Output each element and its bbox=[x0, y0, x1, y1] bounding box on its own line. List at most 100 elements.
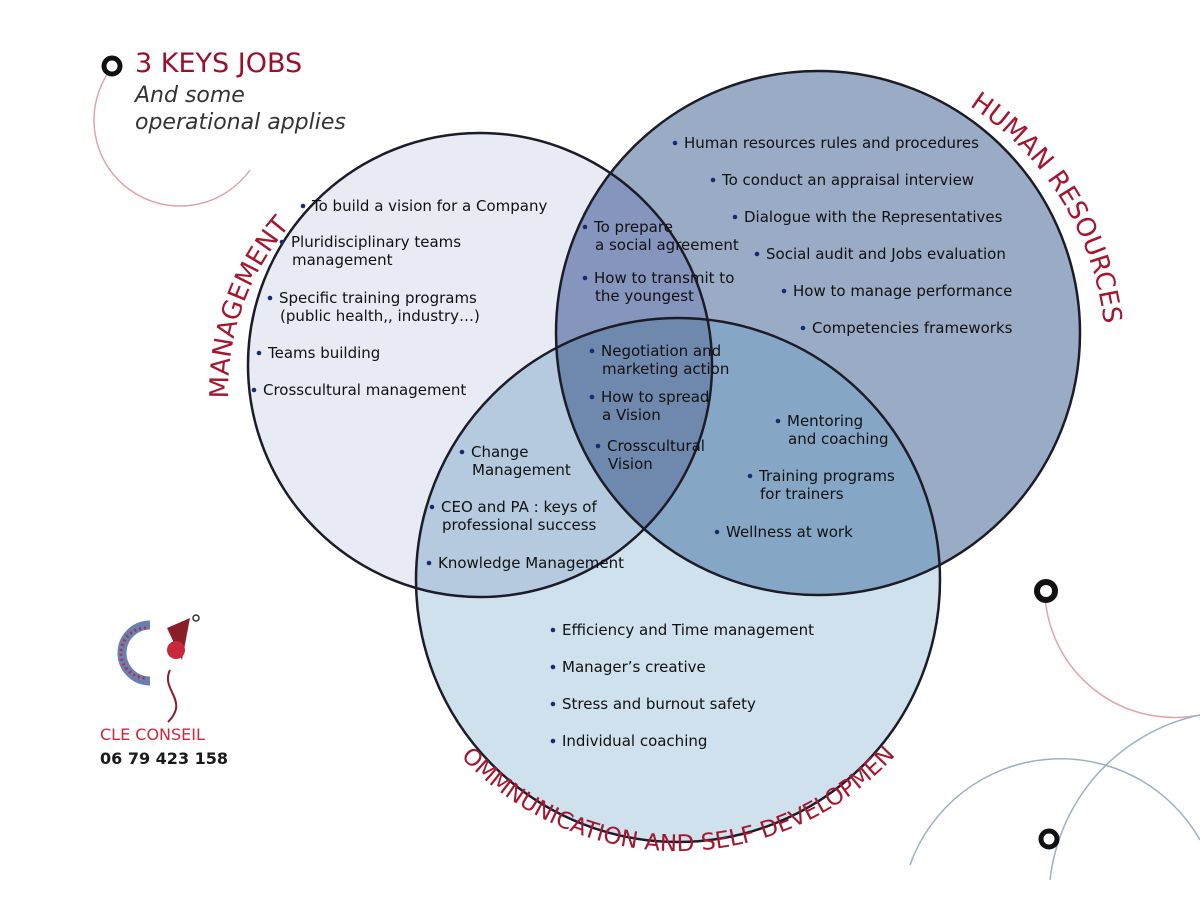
ring-icon bbox=[1034, 579, 1058, 603]
venn-item-text: Competencies frameworks bbox=[812, 319, 1013, 337]
bullet-icon bbox=[550, 627, 556, 633]
bullet-icon bbox=[279, 239, 285, 245]
management-outline bbox=[246, 131, 714, 599]
venn-item-text: Individual coaching bbox=[562, 732, 707, 750]
bullet-icon bbox=[732, 214, 738, 220]
bullet-icon bbox=[775, 418, 781, 424]
venn-item-management: Specific training programs(public health… bbox=[267, 289, 480, 325]
venn-items: To build a vision for a CompanyPluridisc… bbox=[251, 134, 1013, 750]
venn-item-text: Wellness at work bbox=[726, 523, 853, 541]
venn-item-text: Negotiation and bbox=[601, 342, 721, 360]
venn-item-text: Crosscultural management bbox=[263, 381, 466, 399]
venn-item-text: Manager’s creative bbox=[562, 658, 706, 676]
venn-item-text: Pluridisciplinary teams bbox=[291, 233, 461, 251]
venn-item-text: professional success bbox=[442, 516, 597, 534]
venn-item-text: for trainers bbox=[760, 485, 844, 503]
decor-arc-bottom bbox=[909, 757, 1200, 866]
venn-item-communication: Stress and burnout safety bbox=[550, 695, 756, 713]
bullet-icon bbox=[589, 348, 595, 354]
bullet-icon bbox=[747, 473, 753, 479]
venn-item-text: How to transmit to bbox=[594, 269, 734, 287]
bullet-icon bbox=[300, 203, 306, 209]
venn-item-text: a Vision bbox=[602, 406, 661, 424]
venn-item-text: Crosscultural bbox=[607, 437, 705, 455]
bullet-icon bbox=[589, 394, 595, 400]
bullet-icon bbox=[251, 387, 257, 393]
bullet-icon bbox=[595, 443, 601, 449]
bullet-icon bbox=[459, 449, 465, 455]
decor-arc-right bbox=[1044, 595, 1200, 719]
page-subtitle-line-1: And some bbox=[133, 83, 245, 108]
venn-item-text: Efficiency and Time management bbox=[562, 621, 814, 639]
communication-outline bbox=[414, 316, 942, 844]
venn-item-human-resources: Social audit and Jobs evaluation bbox=[754, 245, 1006, 263]
key-logo-icon bbox=[117, 614, 200, 723]
decor-arc-top-left bbox=[93, 69, 251, 207]
bullet-icon bbox=[582, 275, 588, 281]
venn-item-text: management bbox=[292, 251, 393, 269]
bullet-icon bbox=[550, 664, 556, 670]
venn-item-management: To build a vision for a Company bbox=[300, 197, 547, 215]
venn-item-text: To conduct an appraisal interview bbox=[721, 171, 974, 189]
venn-item-text: Specific training programs bbox=[279, 289, 477, 307]
brand-name: CLE CONSEIL bbox=[100, 725, 205, 744]
venn-item-text: To build a vision for a Company bbox=[311, 197, 547, 215]
venn-item-text: CEO and PA : keys of bbox=[441, 498, 597, 516]
venn-item-text: To prepare bbox=[593, 218, 673, 236]
venn-item-text: Social audit and Jobs evaluation bbox=[766, 245, 1006, 263]
bullet-icon bbox=[710, 177, 716, 183]
bullet-icon bbox=[672, 140, 678, 146]
decor-arc-bottom-right bbox=[1049, 714, 1200, 881]
page-title: 3 KEYS JOBS bbox=[135, 48, 302, 79]
ring-icon bbox=[101, 55, 123, 77]
venn-item-text: How to manage performance bbox=[793, 282, 1012, 300]
venn-item-management: Crosscultural management bbox=[251, 381, 466, 399]
bullet-icon bbox=[429, 504, 435, 510]
venn-item-human-resources: Human resources rules and procedures bbox=[672, 134, 979, 152]
bullet-icon bbox=[582, 224, 588, 230]
venn-item-text: How to spread bbox=[601, 388, 709, 406]
bullet-icon bbox=[550, 701, 556, 707]
venn-item-communication: Individual coaching bbox=[550, 732, 707, 750]
venn-item-communication: Efficiency and Time management bbox=[550, 621, 814, 639]
venn-item-text: the youngest bbox=[595, 287, 694, 305]
venn-item-text: a social agreement bbox=[595, 236, 739, 254]
brand-phone: 06 79 423 158 bbox=[100, 749, 228, 768]
venn-item-hr-communication: Wellness at work bbox=[714, 523, 853, 541]
venn-item-text: Change bbox=[471, 443, 528, 461]
venn-item-text: Teams building bbox=[267, 344, 380, 362]
bullet-icon bbox=[800, 325, 806, 331]
page-subtitle-line-2: operational applies bbox=[135, 110, 346, 135]
venn-item-text: Dialogue with the Representatives bbox=[744, 208, 1003, 226]
venn-item-text: Mentoring bbox=[787, 412, 863, 430]
venn-item-text: Vision bbox=[608, 455, 653, 473]
venn-item-text: and coaching bbox=[788, 430, 889, 448]
venn-item-text: Management bbox=[472, 461, 571, 479]
bullet-icon bbox=[256, 350, 262, 356]
ring-icon bbox=[1038, 828, 1060, 850]
venn-item-human-resources: To conduct an appraisal interview bbox=[710, 171, 974, 189]
venn-item-text: Human resources rules and procedures bbox=[684, 134, 979, 152]
hr-outline bbox=[554, 69, 1082, 597]
bullet-icon bbox=[267, 295, 273, 301]
venn-item-management: Teams building bbox=[256, 344, 380, 362]
venn-item-management-communication: Knowledge Management bbox=[426, 554, 624, 572]
bullet-icon bbox=[781, 288, 787, 294]
venn-item-communication: Manager’s creative bbox=[550, 658, 706, 676]
bullet-icon bbox=[550, 738, 556, 744]
bullet-icon bbox=[754, 251, 760, 257]
venn-item-text: (public health,, industry…) bbox=[280, 307, 480, 325]
venn-item-human-resources: How to manage performance bbox=[781, 282, 1012, 300]
venn-item-human-resources: Competencies frameworks bbox=[800, 319, 1013, 337]
venn-item-text: Knowledge Management bbox=[438, 554, 624, 572]
